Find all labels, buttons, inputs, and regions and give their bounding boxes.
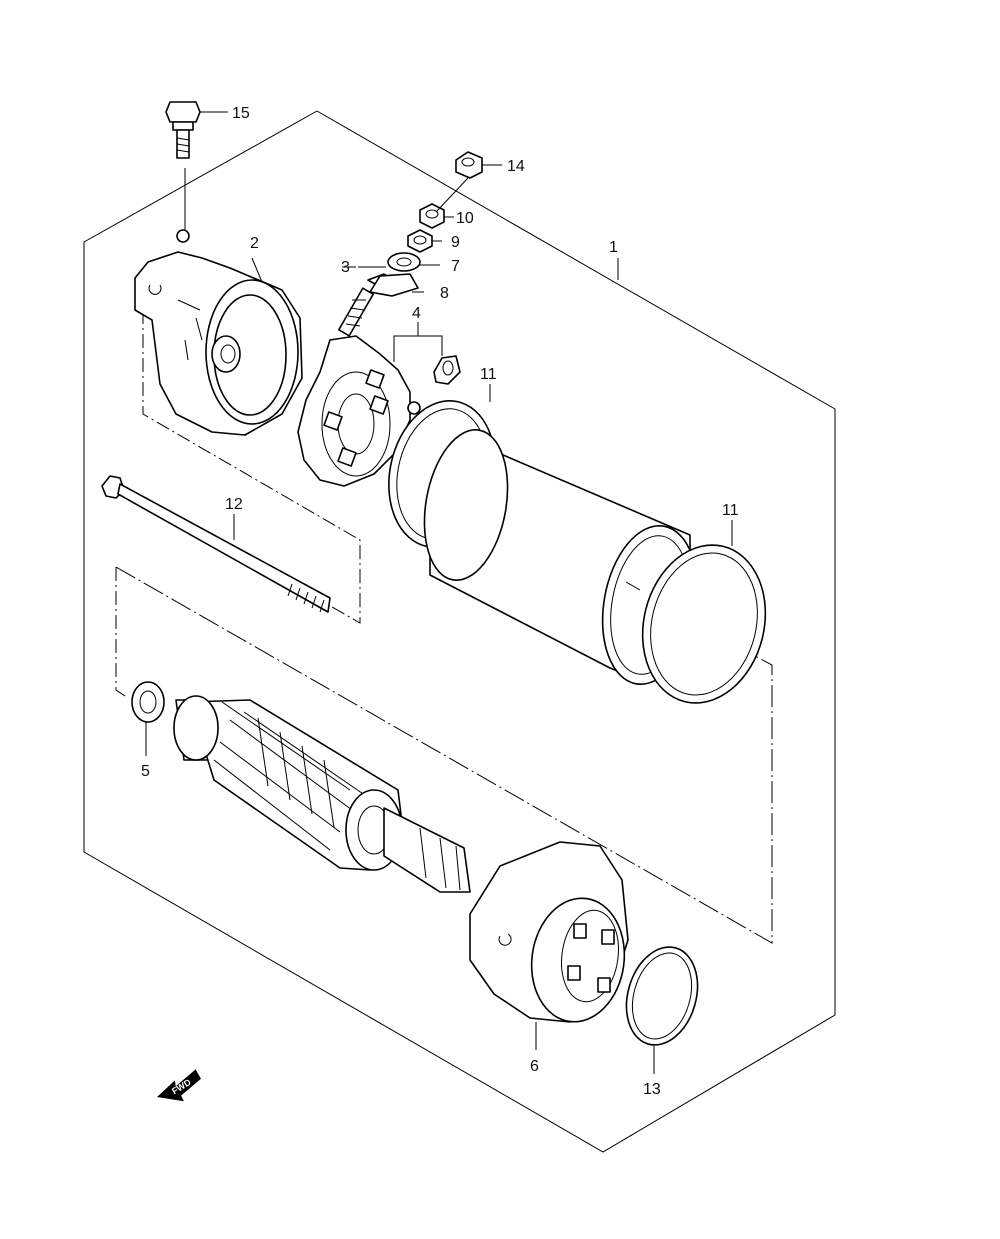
cap-nut-part xyxy=(435,151,502,213)
armature-part xyxy=(173,695,471,893)
leader-lines xyxy=(200,111,619,280)
end-cover-part xyxy=(134,229,303,436)
callout-7: 7 xyxy=(451,258,460,275)
through-bolt-part xyxy=(101,475,331,613)
o-ring-part-bottom xyxy=(641,520,767,704)
brush-holder-part xyxy=(297,322,461,487)
callout-9: 9 xyxy=(451,234,460,251)
callout-3: 3 xyxy=(341,259,350,276)
end-housing-part xyxy=(469,841,629,1050)
callout-5: 5 xyxy=(141,763,150,780)
callout-8: 8 xyxy=(440,285,449,302)
guide-line-bottom xyxy=(115,567,129,699)
washer-part xyxy=(387,252,440,272)
assembly-outline xyxy=(83,110,836,1153)
guide-line-main xyxy=(115,566,773,944)
callout-4: 4 xyxy=(412,305,421,322)
callout-2: 2 xyxy=(250,235,259,252)
callout-10: 10 xyxy=(456,210,474,227)
callout-1: 1 xyxy=(609,239,618,256)
callout-6: 6 xyxy=(530,1058,539,1075)
insulator-plate-part xyxy=(369,273,419,297)
bolt-part xyxy=(165,101,201,230)
nut-part xyxy=(407,229,442,253)
callout-11-top: 11 xyxy=(480,366,497,383)
fwd-arrow-icon: FWD xyxy=(157,1069,201,1102)
nut-part-10 xyxy=(419,203,454,229)
callout-12: 12 xyxy=(225,496,243,513)
guide-line-top xyxy=(142,310,361,624)
o-ring-part-13 xyxy=(625,946,699,1074)
callout-15: 15 xyxy=(232,105,250,122)
thrust-washer-part xyxy=(131,681,165,756)
callout-14: 14 xyxy=(507,158,525,175)
callout-13: 13 xyxy=(643,1081,661,1098)
callout-11-bottom: 11 xyxy=(722,502,739,519)
